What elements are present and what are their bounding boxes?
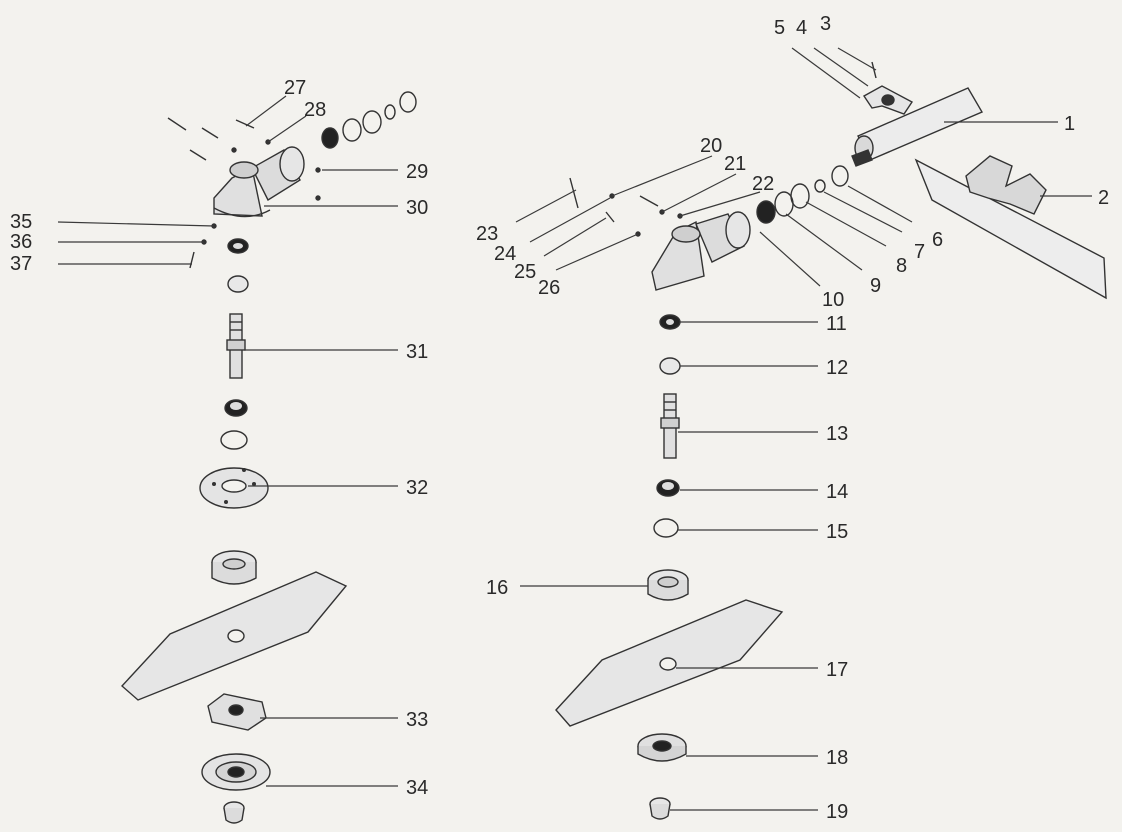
- left-gear-head-housing: [213, 146, 305, 218]
- label-28: 28: [304, 99, 326, 121]
- label-37: 37: [10, 253, 32, 275]
- left-bearing-set: [321, 91, 417, 149]
- left-ring: [220, 430, 248, 450]
- small-rings: [814, 165, 849, 193]
- bracket-guard: [914, 155, 1107, 300]
- label-21: 21: [724, 153, 746, 175]
- label-24: 24: [494, 243, 516, 265]
- left-cap: [223, 801, 245, 824]
- label-13: 13: [826, 423, 848, 445]
- label-14: 14: [826, 481, 848, 503]
- cap-19: [649, 797, 671, 820]
- housing-screws: [569, 177, 683, 237]
- label-32: 32: [406, 477, 428, 499]
- label-11: 11: [826, 313, 847, 335]
- left-washer: [227, 238, 249, 254]
- bearing-set: [756, 183, 810, 224]
- left-cup: [211, 550, 257, 585]
- label-29: 29: [406, 161, 428, 183]
- cup-16: [647, 569, 689, 601]
- label-30: 30: [406, 197, 428, 219]
- label-10: 10: [822, 289, 844, 311]
- label-5: 5: [774, 17, 785, 39]
- label-20: 20: [700, 135, 722, 157]
- label-35: 35: [10, 211, 32, 233]
- shaft-tube: [851, 87, 984, 167]
- bushing-12: [659, 357, 681, 375]
- label-34: 34: [406, 777, 428, 799]
- washer-11: [659, 314, 681, 330]
- label-22: 22: [752, 173, 774, 195]
- spindle-13: [660, 393, 680, 459]
- label-17: 17: [826, 659, 848, 681]
- label-25: 25: [514, 261, 536, 283]
- label-23: 23: [476, 223, 498, 245]
- label-2: 2: [1098, 187, 1109, 209]
- left-blade: [120, 571, 348, 701]
- nut-18: [637, 733, 687, 762]
- left-bushing: [227, 275, 249, 293]
- label-31: 31: [406, 341, 428, 363]
- label-4: 4: [796, 17, 807, 39]
- label-15: 15: [826, 521, 848, 543]
- clamp-screw: [871, 61, 877, 79]
- label-16: 16: [486, 577, 508, 599]
- left-screws: [167, 117, 271, 161]
- label-26: 26: [538, 277, 560, 299]
- label-19: 19: [826, 801, 848, 823]
- blade-17: [555, 599, 784, 727]
- ring-15: [653, 518, 679, 538]
- left-bearing: [224, 399, 248, 417]
- label-7: 7: [914, 241, 925, 263]
- label-8: 8: [896, 255, 907, 277]
- part-labels: 1 2 3 4 5 6 7 8 9 10 11 12 13 14 15 16 1…: [10, 13, 1109, 823]
- cover-plate: [201, 753, 271, 791]
- label-12: 12: [826, 357, 848, 379]
- left-spindle: [226, 313, 246, 379]
- label-6: 6: [932, 229, 943, 251]
- gear-head-housing: [651, 211, 751, 291]
- label-1: 1: [1064, 113, 1075, 135]
- flange-plate: [199, 467, 269, 509]
- bearing-14: [656, 479, 680, 497]
- label-33: 33: [406, 709, 428, 731]
- label-18: 18: [826, 747, 848, 769]
- label-36: 36: [10, 231, 32, 253]
- label-27: 27: [284, 77, 306, 99]
- clamp-part: [862, 85, 914, 115]
- square-nut: [207, 693, 267, 731]
- label-3: 3: [820, 13, 831, 35]
- label-9: 9: [870, 275, 881, 297]
- leader-lines: [57, 47, 1092, 811]
